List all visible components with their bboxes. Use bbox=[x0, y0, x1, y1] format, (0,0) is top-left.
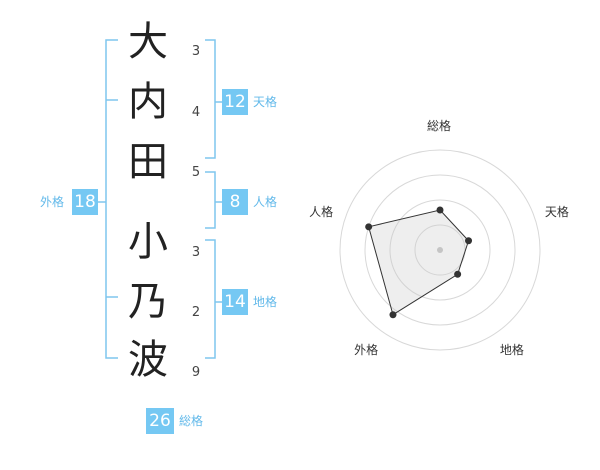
radar-point-5 bbox=[365, 223, 373, 231]
stroke-count-5: 2 bbox=[191, 305, 201, 320]
chikaku-label: 地格 bbox=[253, 295, 278, 309]
radar-center bbox=[437, 247, 443, 253]
radar-polygon bbox=[368, 209, 470, 316]
stroke-count-4: 3 bbox=[191, 245, 201, 260]
stroke-count-2: 4 bbox=[191, 105, 201, 120]
radar-point-1 bbox=[436, 206, 444, 214]
gaikaku-label: 外格 bbox=[40, 195, 65, 209]
chikaku-bracket bbox=[205, 239, 216, 359]
name-char-4: 小 bbox=[128, 219, 168, 265]
jinkaku-value: 8 bbox=[222, 189, 248, 215]
tenkaku-value: 12 bbox=[222, 89, 248, 115]
radar-ring-4 bbox=[339, 149, 541, 351]
tenkaku-bracket bbox=[205, 39, 216, 159]
radar-point-3 bbox=[454, 270, 462, 278]
name-char-6: 波 bbox=[128, 337, 168, 383]
radar-axis-label-2: 天格 bbox=[544, 204, 569, 219]
radar-axis-label-3: 地格 bbox=[499, 343, 524, 358]
radar-ring-3 bbox=[364, 174, 516, 326]
radar-axis-label-5: 人格 bbox=[309, 204, 334, 219]
soukaku-label: 総格 bbox=[179, 414, 204, 428]
soukaku-value: 26 bbox=[146, 408, 174, 434]
name-char-5: 乃 bbox=[128, 279, 168, 325]
name-char-1: 大 bbox=[128, 19, 168, 65]
stroke-count-1: 3 bbox=[191, 44, 201, 59]
radar-axis-label-4: 外格 bbox=[354, 343, 379, 358]
jinkaku-bracket bbox=[205, 171, 216, 229]
radar-axis-label-1: 総格 bbox=[427, 119, 452, 133]
stroke-count-3: 5 bbox=[191, 165, 201, 180]
name-char-2: 内 bbox=[128, 79, 168, 125]
radar-ring-2 bbox=[389, 199, 491, 301]
gaikaku-bracket bbox=[105, 39, 118, 359]
chikaku-value: 14 bbox=[222, 289, 248, 315]
stroke-count-6: 9 bbox=[191, 365, 201, 380]
tenkaku-label: 天格 bbox=[253, 95, 278, 109]
name-char-3: 田 bbox=[128, 139, 168, 185]
jinkaku-label: 人格 bbox=[253, 195, 278, 209]
gaikaku-value: 18 bbox=[72, 189, 98, 215]
radar-point-4 bbox=[389, 311, 397, 319]
radar-point-2 bbox=[465, 237, 473, 245]
